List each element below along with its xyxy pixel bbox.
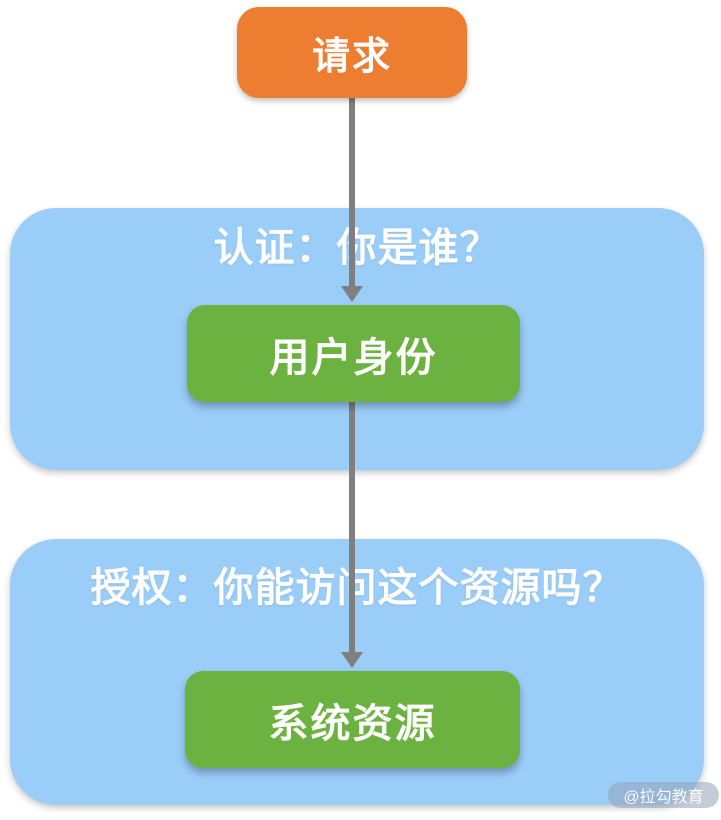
request-node-label: 请求 xyxy=(311,36,392,78)
authentication-panel-title: 认证：你是谁？ xyxy=(213,226,501,270)
system-resource-node-label: 系统资源 xyxy=(268,701,437,746)
user-identity-node: 用户身份 xyxy=(187,305,520,402)
watermark-text: @拉勾教育 xyxy=(623,789,704,806)
arrow-line-request-to-identity xyxy=(349,98,355,288)
system-resource-node: 系统资源 xyxy=(185,671,520,768)
arrow-line-identity-to-resource xyxy=(349,400,355,654)
arrow-down-icon xyxy=(341,652,363,668)
arrow-down-icon xyxy=(341,286,363,302)
watermark-badge: @拉勾教育 xyxy=(608,782,719,808)
request-node: 请求 xyxy=(237,7,467,98)
user-identity-node-label: 用户身份 xyxy=(269,335,438,380)
authorization-panel-title: 授权：你能访问这个资源吗？ xyxy=(90,566,624,610)
